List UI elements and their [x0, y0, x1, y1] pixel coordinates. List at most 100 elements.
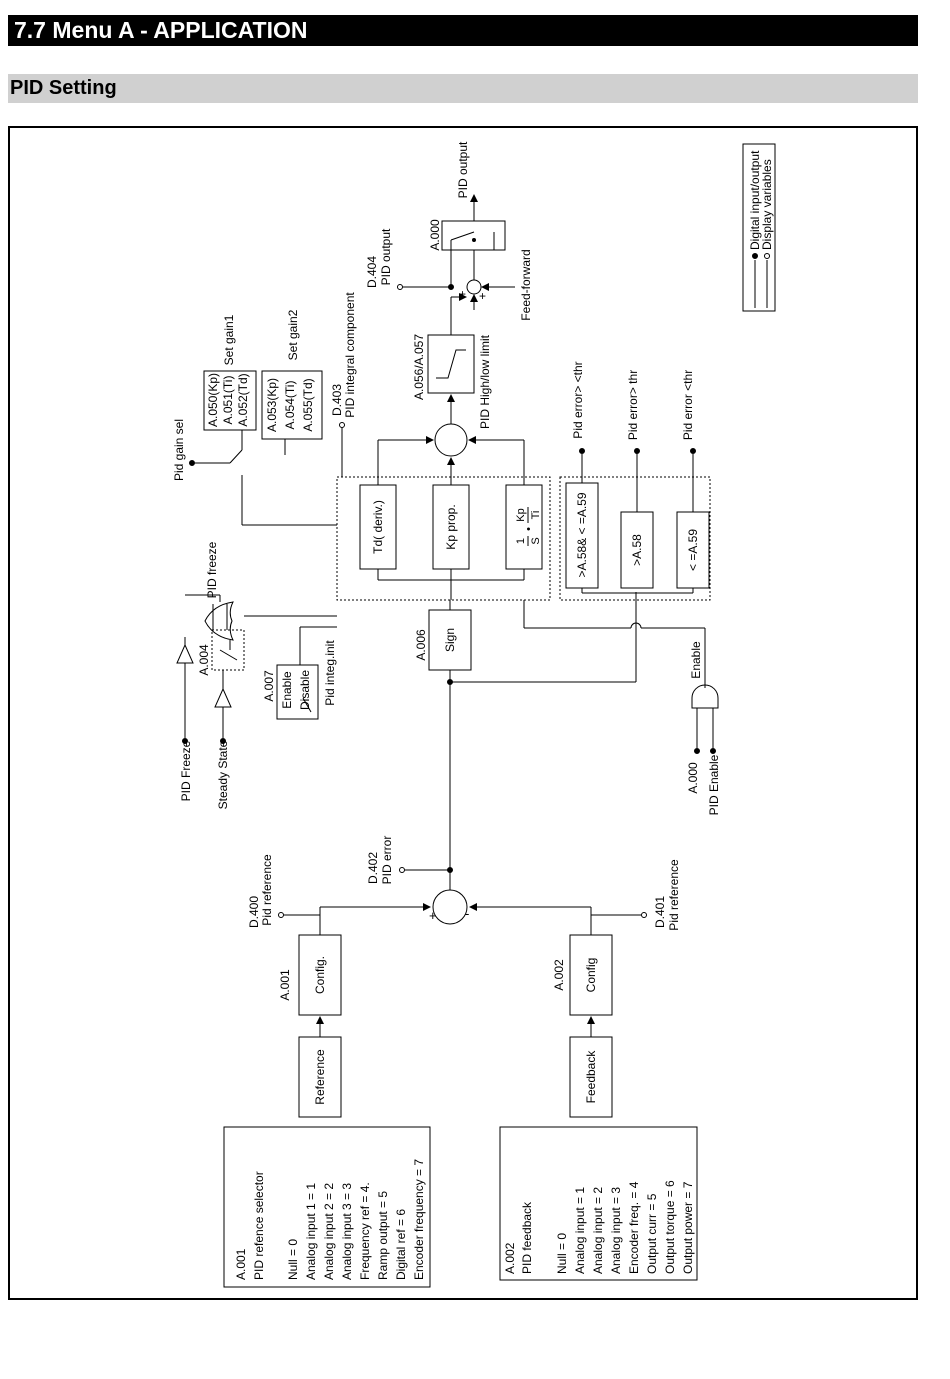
pid-freeze-input-label: PID Freeze [179, 740, 193, 801]
d402-name: PID error [380, 836, 394, 885]
ref-list-item: Null = 0 [286, 1239, 300, 1280]
error-plus-sign: + [429, 908, 437, 923]
ref-list-item: Analog input 1 = 1 [304, 1183, 318, 1280]
fb-list-item: Analog input = 2 [591, 1187, 605, 1274]
diagram-frame [8, 126, 918, 1300]
section-title: 7.7 Menu A - APPLICATION [8, 15, 918, 46]
reference-label: Reference [313, 1049, 327, 1105]
ref-list-title2: PID refence selector [252, 1171, 266, 1280]
a007-integ-init-box [276, 664, 319, 720]
d401-name: Pid reference [667, 859, 681, 931]
pid-freeze-gate-label: PID freeze [205, 541, 219, 598]
svg-text:Ti: Ti [530, 511, 542, 520]
d402-display-dot [399, 867, 405, 873]
config-a001-label: Config. [313, 956, 327, 994]
d400-name: Pid reference [260, 854, 274, 926]
ki-formula: 1 S • Kp Ti [515, 507, 542, 546]
gain1-ti: A.051(Ti) [221, 376, 235, 425]
limit-block [427, 334, 475, 394]
ref-list-item: Analog input 2 = 2 [322, 1183, 336, 1280]
d403-label: D.403 [330, 384, 344, 416]
error-sum-junction [432, 889, 468, 925]
a004-switch-box [211, 629, 245, 671]
feedback-label: Feedback [584, 1050, 598, 1104]
svg-text:S: S [530, 537, 542, 544]
pid-gain-sel-label: Pid gain sel [172, 419, 186, 481]
svg-text:1: 1 [515, 538, 527, 544]
a000-enable-label: A.000 [686, 762, 700, 794]
d402-label: D.402 [366, 852, 380, 884]
ref-list-item: Encoder frequency = 7 [412, 1159, 426, 1280]
ki-block [505, 484, 543, 570]
pid-gain-sel-dot [189, 460, 195, 466]
d401-label: D.401 [653, 896, 667, 928]
pid-freeze-input-dot [182, 738, 188, 744]
ff-plus-2: + [479, 289, 486, 303]
td-label: Td( deriv.) [371, 500, 385, 554]
set-gain1-label: Set gain1 [222, 314, 236, 365]
feedback-list: A.002 PID feedback Null = 0 Analog input… [503, 1180, 695, 1274]
ff-plus-1: + [459, 287, 466, 301]
pid-enable-label: PID Enable [707, 754, 721, 815]
a002-label: A.002 [552, 959, 566, 991]
err-thr2-label: Pid error> thr [626, 370, 640, 440]
steady-state-gate [214, 687, 232, 708]
ref-list-item: Digital ref = 6 [394, 1209, 408, 1280]
config-a002-label: Config [584, 958, 598, 993]
limit-label: A.056/A.057 [412, 334, 426, 400]
set-gain2-label: Set gain2 [286, 309, 300, 360]
fb-list-item: Output power = 7 [681, 1181, 695, 1274]
a004-label: A.004 [197, 644, 211, 676]
sign-label: Sign [443, 628, 457, 652]
steady-state-label: Steady State [216, 740, 230, 809]
err-thr3-label: Pid error <thr [681, 370, 695, 440]
gain-set-1-box [203, 370, 257, 431]
pid-freeze-or-gate [204, 601, 234, 641]
threshold-box [559, 476, 711, 601]
legend-display-label: Display variables [760, 159, 774, 250]
kp-label: Kp prop. [444, 504, 458, 549]
fb-list-title1: A.002 [503, 1242, 517, 1274]
legend-box [742, 143, 776, 312]
pid-enable-dot [710, 748, 716, 754]
freeze-not-gate [176, 643, 194, 664]
err-thr3-dot [690, 448, 696, 454]
reference-list-box [223, 1126, 431, 1288]
fb-list-title2: PID feedback [520, 1201, 534, 1274]
a007-enable: Enable [280, 671, 294, 709]
pid-output-label: PID output [456, 141, 470, 198]
legend-display-dot [764, 253, 770, 259]
d400-label: D.400 [247, 896, 261, 928]
feedback-list-box [499, 1126, 698, 1281]
fb-list-item: Null = 0 [555, 1233, 569, 1274]
a007-label: A.007 [262, 670, 276, 702]
thr1-label: >A.58& < =A.59 [575, 492, 589, 577]
a006-label: A.006 [414, 629, 428, 661]
a001-label: A.001 [278, 969, 292, 1001]
svg-text:•: • [523, 527, 535, 531]
enable-and-gate [691, 684, 719, 709]
pid-integ-init-label: Pid integ.init [323, 640, 337, 706]
enable-label: Enable [689, 641, 703, 679]
gain2-kp: A.053(Kp) [265, 378, 279, 432]
svg-text:Kp: Kp [515, 508, 527, 521]
d404-display-dot [397, 284, 403, 290]
pid-sum-junction [434, 423, 468, 457]
thr2-label: >A.58 [630, 534, 644, 566]
d404-label: D.404 [365, 256, 379, 288]
ref-list-item: Ramp output = 5 [376, 1191, 390, 1280]
d404-name: PID output [379, 228, 393, 285]
a000-output-label: A.000 [428, 219, 442, 251]
d403-name: PID integral component [343, 292, 357, 418]
err-thr2-dot [634, 448, 640, 454]
gain-set-2-box [261, 370, 323, 440]
legend-digital-dot [752, 253, 758, 259]
gain2-td: A.055(Td) [301, 378, 315, 431]
gain1-kp: A.050(Kp) [206, 373, 220, 427]
legend-digital-label: Digital input/output [748, 150, 762, 250]
gain2-ti: A.054(Ti) [283, 381, 297, 430]
a000-enable-dot [694, 748, 700, 754]
ref-list-item: Analog input 3 = 3 [340, 1183, 354, 1280]
err-thr1-label: Pid error> <thr [571, 361, 585, 438]
